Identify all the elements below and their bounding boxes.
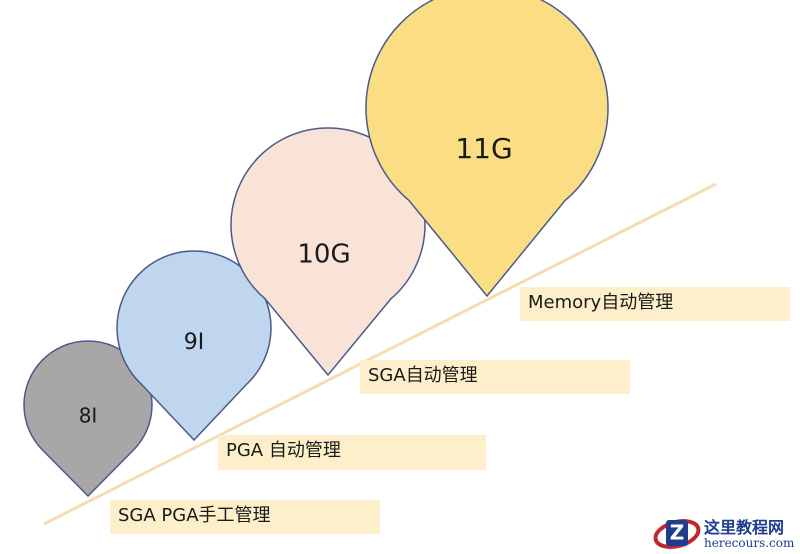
watermark-url: herecours.com: [704, 536, 795, 550]
pin-8i: 8I: [23, 340, 153, 498]
pin-9i-label: 9I: [184, 330, 205, 355]
pin-11g-shape: [365, 0, 609, 298]
watermark-title: 这里教程网: [704, 518, 785, 537]
step-memory-auto: Memory自动管理: [520, 287, 790, 321]
diagonal-line: [43, 182, 717, 526]
pin-8i-label: 8I: [79, 404, 98, 428]
pin-10g: 10G: [230, 127, 426, 377]
pin-11g: 11G: [365, 0, 609, 298]
watermark-logo-letter: Z: [670, 521, 685, 545]
watermark: Z 这里教程网 herecours.com: [652, 512, 800, 554]
step-manual: SGA PGA手工管理: [110, 500, 380, 534]
pin-9i: 9I: [116, 250, 272, 442]
pin-9i-shape: [116, 250, 272, 442]
step-pga-auto: PGA 自动管理: [218, 435, 486, 470]
pin-10g-label: 10G: [297, 240, 350, 270]
pin-10g-shape: [230, 127, 426, 377]
pin-8i-shape: [23, 340, 153, 498]
step-sga-auto: SGA自动管理: [360, 360, 630, 394]
pin-11g-label: 11G: [455, 132, 512, 165]
watermark-logo-icon: Z: [653, 519, 701, 549]
